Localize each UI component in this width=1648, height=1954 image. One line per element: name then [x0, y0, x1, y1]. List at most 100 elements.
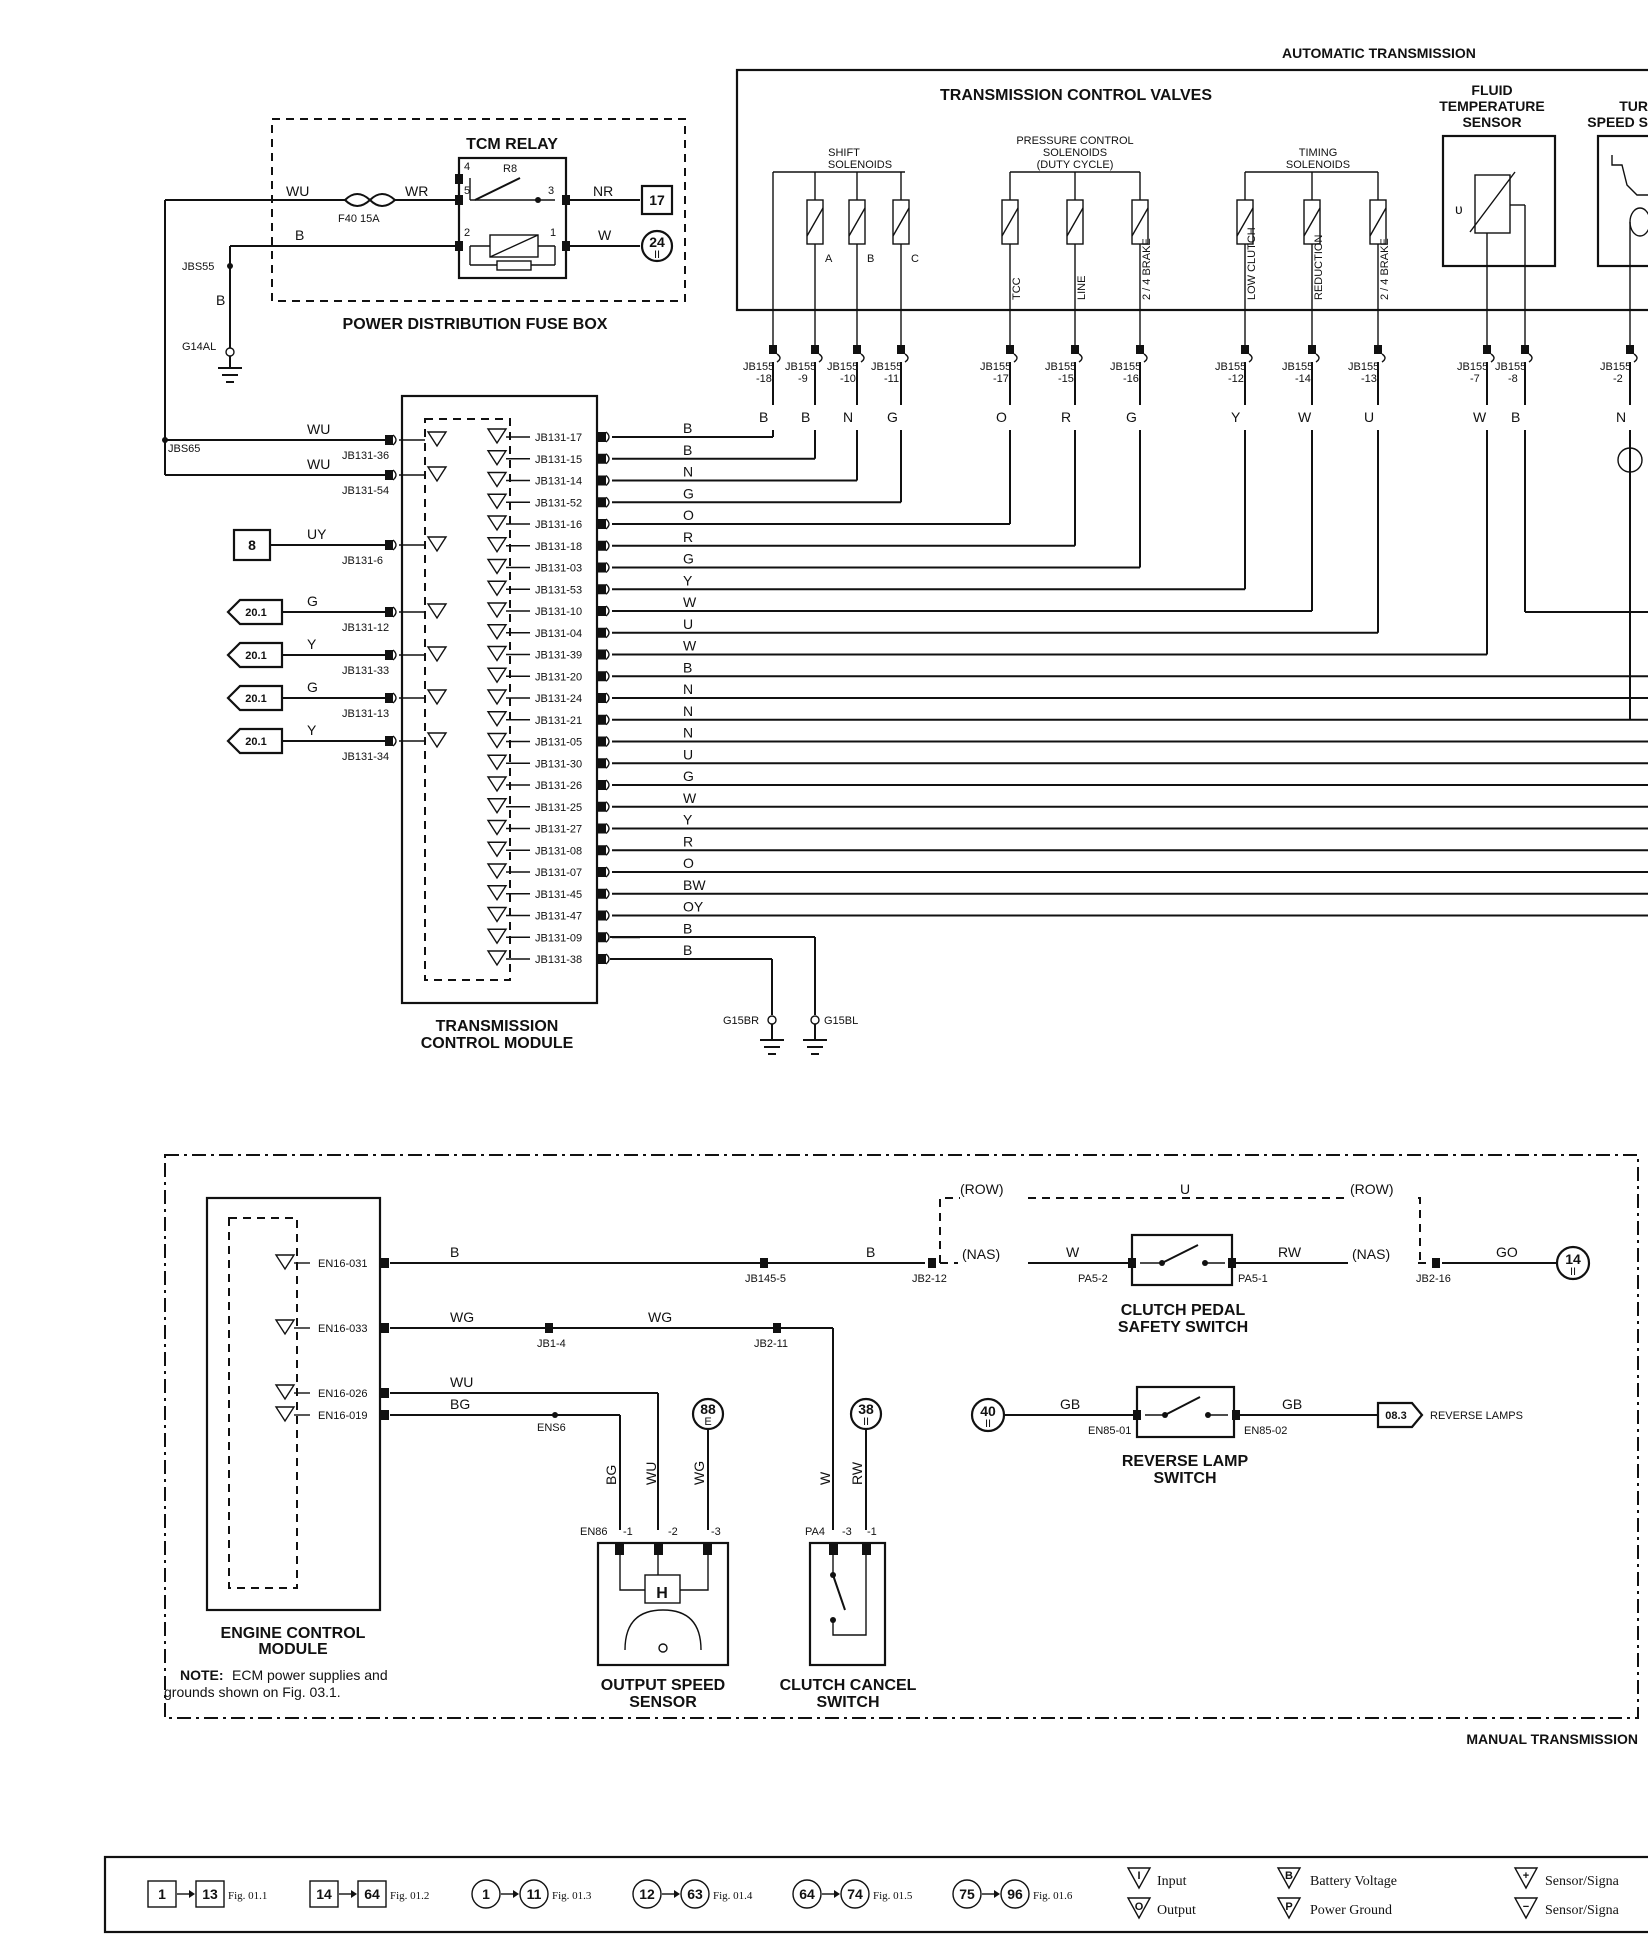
nas-label-left: (NAS) — [962, 1246, 1000, 1262]
tcm-right-wire-color: W — [683, 594, 697, 610]
switch-icon — [1145, 1396, 1228, 1418]
legend-from-box — [309, 1880, 339, 1908]
legend-to: 13 — [202, 1886, 218, 1902]
tcm-pin-symbol — [486, 602, 508, 619]
rls-title-1: REVERSE LAMP — [1122, 1453, 1249, 1470]
jb155-pin-number: -11 — [884, 373, 899, 385]
legend-fig: Fig. 01.5 — [873, 1890, 913, 1902]
jb155-label: JB155 — [980, 361, 1011, 373]
hall-h-label: H — [656, 1585, 668, 1602]
jb155-pin — [1241, 345, 1249, 354]
tcm-pin-symbol — [486, 863, 508, 880]
jb2-12-label: JB2-12 — [912, 1273, 947, 1285]
ref-20-1-label: 20.1 — [245, 607, 266, 619]
rls-title-2: SWITCH — [1153, 1470, 1216, 1487]
legend-fig: Fig. 01.3 — [552, 1890, 592, 1902]
legend-from: 14 — [316, 1886, 332, 1902]
wire-w-relay: W — [598, 227, 612, 243]
tcm-right-wire-color: R — [683, 833, 693, 849]
tcm-pin-symbol — [426, 689, 448, 706]
ccs-pin-1: -1 — [867, 1526, 877, 1538]
tcm-left-pin: JB131-34 — [342, 751, 389, 763]
jb155-pin — [1521, 345, 1529, 354]
tcm-right-wire-color: O — [683, 507, 694, 523]
tcm-right-wire-color: Y — [683, 572, 693, 588]
pa4-label: PA4 — [805, 1526, 825, 1538]
solenoid-label: B — [867, 253, 874, 265]
tcm-left-wire-color: G — [307, 593, 318, 609]
pa5-1-label: PA5-1 — [1238, 1273, 1268, 1285]
jb155-pin — [769, 345, 777, 354]
tcm-pin-symbol — [486, 819, 508, 836]
shift-solenoids-label-1: SHIFT — [828, 147, 860, 159]
tcm-right-pin: JB131-24 — [535, 693, 582, 705]
jb155-wire-color: O — [996, 409, 1007, 425]
tcm-right-wire-color: B — [683, 420, 692, 436]
jb1-4-label: JB1-4 — [537, 1338, 566, 1350]
tcm-right-pin: JB131-21 — [535, 715, 582, 727]
jb155-label: JB155 — [1495, 361, 1526, 373]
timing-solenoids-label-1: TIMING — [1299, 147, 1338, 159]
ref-20-1-label: 20.1 — [245, 736, 266, 748]
tcm-pin-symbol — [486, 754, 508, 771]
legend-from-box — [147, 1880, 177, 1908]
thermistor-icon: υ — [1455, 171, 1526, 345]
legend-p: P — [1285, 1901, 1292, 1913]
legend-i: I — [1137, 1870, 1140, 1882]
hall-sensor-icon: H — [619, 1555, 709, 1653]
tcm-right-pin: JB131-53 — [535, 584, 582, 596]
tcm-right-pin: JB131-52 — [535, 497, 582, 509]
jb155-pin — [1626, 345, 1634, 354]
tcm-right-pin: JB131-39 — [535, 650, 582, 662]
jb155-pin-number: -8 — [1508, 373, 1518, 385]
tcm-left-wire-color: UY — [307, 526, 327, 542]
legend-to: 63 — [687, 1886, 703, 1902]
engine-control-module-box — [205, 1196, 382, 1612]
legend-ground: Power Ground — [1310, 1903, 1392, 1918]
ref-box-17 — [640, 184, 674, 216]
transmission-control-valves-title: TRANSMISSION CONTROL VALVES — [940, 87, 1212, 104]
clutch-pedal-switch-box — [1130, 1233, 1234, 1287]
ecm-pin-label: EN16-019 — [318, 1410, 368, 1422]
legend-from: 1 — [158, 1886, 166, 1902]
solenoid-label: LINE — [1076, 276, 1088, 300]
jbs55-label: JBS55 — [182, 261, 214, 273]
jb155-label: JB155 — [1600, 361, 1631, 373]
tcm-right-pin: JB131-07 — [535, 867, 582, 879]
reverse-lamp-switch-box — [1135, 1385, 1236, 1439]
ccs-pin-3: -3 — [842, 1526, 852, 1538]
wire-wg-vertical: WG — [691, 1461, 707, 1485]
jb155-pin-number: -17 — [993, 373, 1009, 385]
wire-w-vertical: W — [817, 1471, 833, 1485]
tcm-right-pins: JB131-17BJB131-15BJB131-14NJB131-52GJB13… — [486, 420, 1648, 967]
wire-nr-relay: NR — [593, 183, 613, 199]
svg-text:II: II — [1570, 1266, 1576, 1278]
tcm-right-pin: JB131-09 — [535, 932, 582, 944]
jb155-pin-number: -12 — [1228, 373, 1244, 385]
ecm-title-1: ENGINE CONTROL — [221, 1625, 366, 1642]
tcm-right-wire-color: O — [683, 855, 694, 871]
legend-from: 75 — [959, 1886, 975, 1902]
en86-label: EN86 — [580, 1526, 608, 1538]
en85-01-label: EN85-01 — [1088, 1425, 1131, 1437]
jb155-wire-color: B — [759, 409, 768, 425]
wire-b-vertical: B — [216, 292, 225, 308]
tcm-pin-symbol — [426, 431, 448, 448]
jb155-pin-number: -9 — [798, 373, 808, 385]
jb155-label: JB155 — [1045, 361, 1076, 373]
jb155-pin-number: -7 — [1470, 373, 1480, 385]
legend-from: 1 — [482, 1886, 490, 1902]
legend-to-circle — [840, 1879, 870, 1909]
tcm-pin-symbol — [486, 558, 508, 575]
tcm-right-wire-color: B — [683, 942, 692, 958]
switch-icon — [830, 1555, 867, 1636]
jb155-label: JB155 — [1348, 361, 1379, 373]
wire-wu-vertical: WU — [643, 1462, 659, 1485]
tcm-relay-box — [457, 156, 568, 280]
automatic-transmission-title: AUTOMATIC TRANSMISSION — [1282, 45, 1476, 61]
wire-w-clutch: W — [1066, 1244, 1080, 1260]
jb155-pin — [1071, 345, 1079, 354]
tcm-pin-symbol — [486, 428, 508, 445]
manual-transmission-box — [164, 1154, 1639, 1719]
